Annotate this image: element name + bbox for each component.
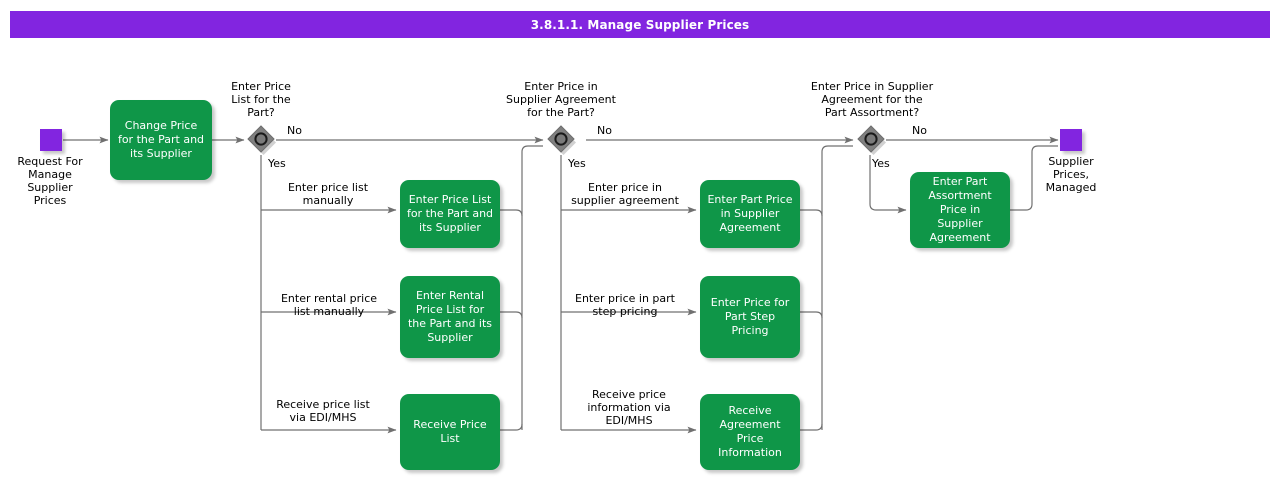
edge-label-receive-price-list-via-edi-mhs: Receive price list via EDI/MHS <box>276 398 370 424</box>
task-change-price-for-part-and-supplier[interactable]: Change Price for the Part and its Suppli… <box>110 100 212 180</box>
edge-label-enter-price-in-supplier-agreement: Enter price in supplier agreement <box>571 181 679 207</box>
page-title: 3.8.1.1. Manage Supplier Prices <box>530 17 750 32</box>
start-event[interactable] <box>40 129 62 151</box>
edge-label-enter-rental-price-list-manually: Enter rental price list manually <box>280 292 378 318</box>
task-enter-price-list-for-part-and-supplier[interactable]: Enter Price List for the Part and its Su… <box>400 180 500 248</box>
task-enter-price-for-part-step-pricing[interactable]: Enter Price for Part Step Pricing <box>700 276 800 358</box>
edge-label-receive-price-information-via-edi-mhs: Receive price information via EDI/MHS <box>587 388 671 427</box>
gateway-3-no-label: No <box>912 124 927 137</box>
task-receive-agreement-price-information[interactable]: Receive Agreement Price Information <box>700 394 800 470</box>
start-event-label: Request For Manage Supplier Prices <box>17 155 83 207</box>
gateway-3-yes-label: Yes <box>872 157 890 170</box>
task-enter-rental-price-list-for-part-and-supplier[interactable]: Enter Rental Price List for the Part and… <box>400 276 500 358</box>
gateway-1-no-label: No <box>287 124 302 137</box>
gateway-enter-price-in-supplier-agreement-for-part-assortment[interactable] <box>856 125 886 155</box>
gateway-1-yes-label: Yes <box>268 157 286 170</box>
gateway-2-yes-label: Yes <box>568 157 586 170</box>
edge-label-enter-price-list-manually: Enter price list manually <box>287 181 369 207</box>
gateway-2-no-label: No <box>597 124 612 137</box>
task-enter-part-assortment-price-in-supplier-agreement[interactable]: Enter Part Assortment Price in Supplier … <box>910 172 1010 248</box>
gateway-3-question: Enter Price in Supplier Agreement for th… <box>810 80 934 119</box>
edge-label-enter-price-in-part-step-pricing: Enter price in part step pricing <box>575 292 675 318</box>
end-event-label: Supplier Prices, Managed <box>1045 155 1097 194</box>
gateway-1-question: Enter Price List for the Part? <box>231 80 291 119</box>
task-receive-price-list[interactable]: Receive Price List <box>400 394 500 470</box>
end-event[interactable] <box>1060 129 1082 151</box>
task-enter-part-price-in-supplier-agreement[interactable]: Enter Part Price in Supplier Agreement <box>700 180 800 248</box>
diagram-title-bar: 3.8.1.1. Manage Supplier Prices <box>10 11 1270 38</box>
gateway-enter-price-in-supplier-agreement-for-part[interactable] <box>546 125 576 155</box>
gateway-enter-price-list-for-part[interactable] <box>246 125 276 155</box>
gateway-2-question: Enter Price in Supplier Agreement for th… <box>506 80 616 119</box>
